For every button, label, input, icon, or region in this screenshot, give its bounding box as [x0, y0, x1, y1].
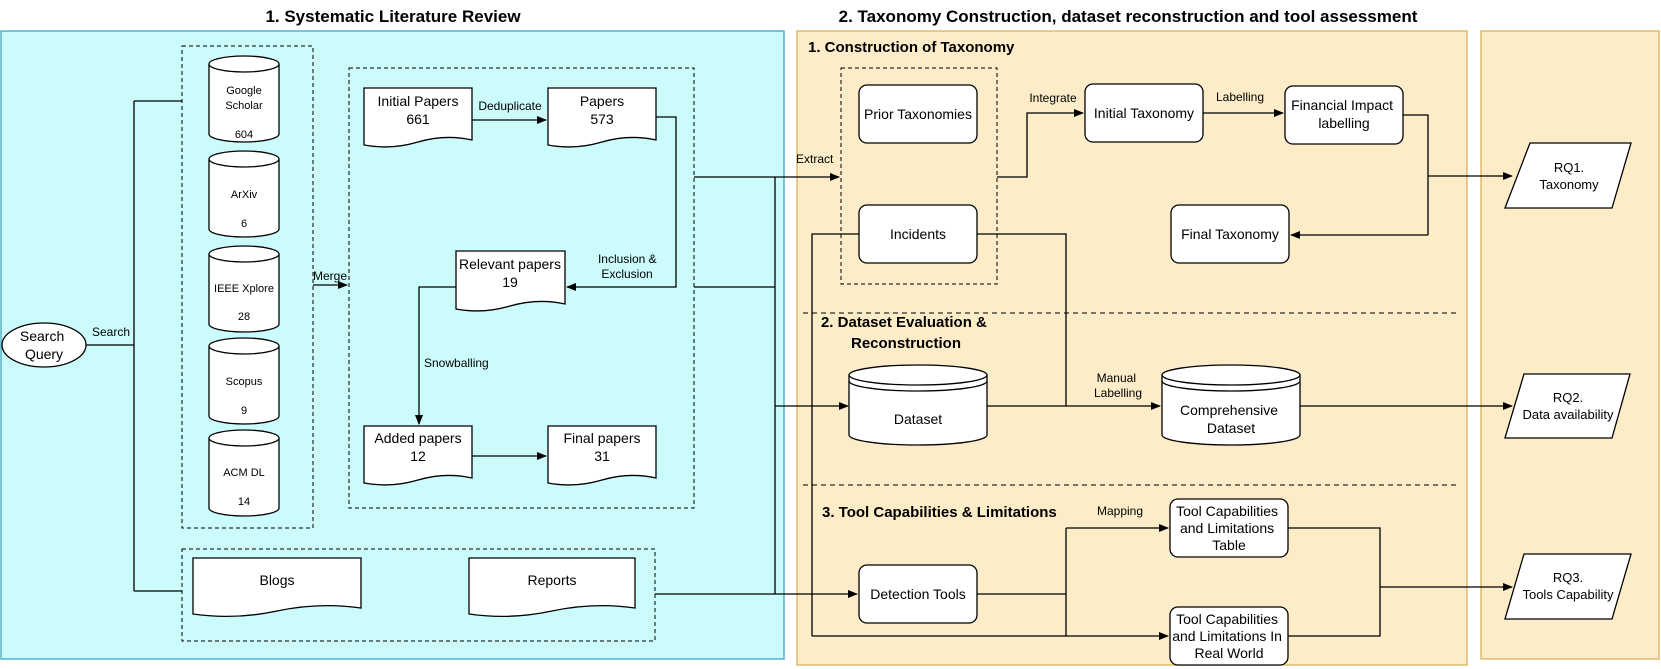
taxonomy-source-group	[840, 67, 998, 285]
svg-text:RQ3.Tools Capability: RQ3.Tools Capability	[1522, 570, 1614, 602]
manual-labelling-edge-label: Manual Labelling	[1094, 371, 1142, 400]
node-tool-table-label: Tool Capabilities and Limitations Table	[1176, 503, 1282, 553]
node-prior-taxonomies	[858, 84, 978, 144]
output-rq1: RQ1.Taxonomy	[1504, 142, 1632, 209]
node-initial-taxonomy-label: Initial Taxonomy	[1094, 105, 1194, 121]
node-final-taxonomy-label: Final Taxonomy	[1181, 226, 1279, 242]
slr-title: 1. Systematic Literature Review	[265, 7, 521, 26]
svg-text:Scopus: Scopus	[226, 376, 263, 388]
database-acm-dl: ACM DL 14	[208, 429, 280, 517]
doc-reports: Reports	[468, 557, 636, 618]
node-incidents-label: Incidents	[890, 226, 946, 242]
mapping-edge-label: Mapping	[1097, 504, 1143, 518]
taxonomy-title: 2. Taxonomy Construction, dataset recons…	[839, 7, 1418, 26]
database-arxiv: ArXiv 6	[208, 150, 280, 238]
svg-text:Blogs: Blogs	[259, 572, 294, 588]
incidents-to-tool-real-connector	[811, 233, 859, 636]
svg-text:ACM DL: ACM DL	[223, 467, 265, 479]
merge-edge-label: Merge	[313, 269, 347, 283]
doc-blogs: Blogs	[192, 557, 362, 618]
output-rq2: RQ2.Data availability	[1504, 373, 1631, 439]
svg-text:Reports: Reports	[527, 572, 576, 588]
svg-text:604: 604	[235, 129, 253, 141]
node-prior-taxonomies-label: Prior Taxonomies	[864, 106, 972, 122]
grey-literature-group	[181, 548, 656, 642]
inclusion-exclusion-edge-label: Inclusion & Exclusion	[598, 252, 660, 281]
labelling-edge-label: Labelling	[1216, 90, 1264, 104]
tools-to-rq3-connector	[1288, 527, 1381, 637]
search-connector	[86, 100, 182, 592]
database-scopus: Scopus 9	[208, 337, 280, 425]
svg-text:ArXiv: ArXiv	[231, 189, 258, 201]
database-ieee-xplore: IEEE Xplore 28	[208, 245, 280, 333]
search-edge-label: Search	[92, 325, 130, 339]
node-financial-impact-label: Financial Impact labelling	[1291, 97, 1397, 131]
detection-connector	[977, 528, 1067, 636]
extract-edge-label: Extract	[796, 152, 834, 166]
snowballing-arrow	[415, 286, 456, 425]
svg-text:Dataset: Dataset	[894, 411, 942, 427]
section-dataset-title: 2. Dataset Evaluation & Reconstruction	[821, 314, 991, 352]
section-tools-title: 3. Tool Capabilities & Limitations	[822, 504, 1057, 521]
svg-text:28: 28	[238, 311, 250, 323]
incidents-to-comprehensive-connector	[977, 233, 1067, 406]
svg-text:9: 9	[241, 405, 247, 417]
inclusion-exclusion-arrow	[566, 116, 677, 291]
svg-text:14: 14	[238, 496, 250, 508]
integrate-edge-label: Integrate	[1029, 91, 1077, 105]
svg-text:6: 6	[241, 218, 247, 230]
slr-output-bus	[655, 176, 776, 595]
svg-text:Comprehensive Dataset: Comprehensive Dataset	[1180, 402, 1282, 436]
node-final-taxonomy	[1170, 204, 1290, 264]
database-group	[181, 45, 314, 529]
node-tool-real-world-label: Tool Capabilities and Limitations In Rea…	[1172, 611, 1286, 661]
svg-text:IEEE Xplore: IEEE Xplore	[214, 283, 274, 295]
node-dataset: Dataset	[848, 364, 988, 446]
snowballing-edge-label: Snowballing	[424, 356, 489, 370]
node-detection-tools-label: Detection Tools	[870, 586, 965, 602]
financial-to-rq1-connector	[1403, 114, 1429, 235]
svg-text:RQ1.Taxonomy: RQ1.Taxonomy	[1539, 160, 1599, 192]
section-taxonomy-title: 1. Construction of Taxonomy	[808, 39, 1015, 56]
integrate-arrow	[997, 109, 1084, 178]
deduplicate-edge-label: Deduplicate	[478, 99, 542, 113]
search-query-label: Search Query	[20, 328, 68, 362]
output-rq3: RQ3.Tools Capability	[1504, 553, 1632, 620]
svg-text:RQ2.Data availability: RQ2.Data availability	[1522, 390, 1614, 422]
node-comprehensive-dataset: Comprehensive Dataset	[1161, 364, 1301, 446]
